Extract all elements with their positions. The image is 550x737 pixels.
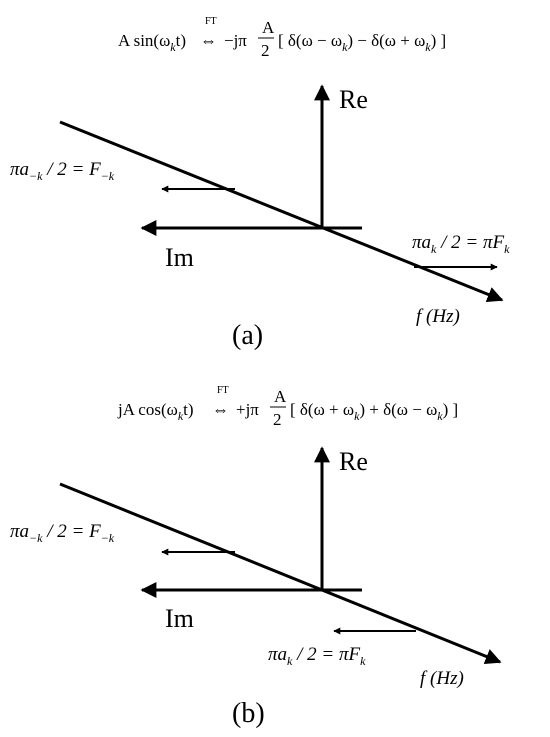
panel-b-frequency-axis xyxy=(59,482,502,665)
panel-a-equation: A sin(ωkt) xyxy=(118,31,186,54)
panel-b-equivalence-arrow: ⇔ xyxy=(212,400,229,419)
panel-a: A sin(ωkt) FT ⇔ −jπ A 2 [ δ(ω − ωk) − δ(… xyxy=(10,16,510,351)
panel-a-frequency-label: f (Hz) xyxy=(416,306,460,327)
panel-a-ft-label: FT xyxy=(205,16,217,27)
panel-a-fraction-numerator: A xyxy=(262,18,275,37)
panel-a-equation-rhs: [ δ(ω − ωk) − δ(ω + ωk) ] xyxy=(278,31,446,54)
panel-a-im-label: Im xyxy=(165,243,194,272)
panel-a-caption: (a) xyxy=(232,320,263,351)
panel-b-re-label: Re xyxy=(339,447,368,476)
panel-b-negative-freq-label: πa−k / 2 = F−k xyxy=(10,521,115,545)
panel-b-frequency-label: f (Hz) xyxy=(420,668,464,689)
panel-b: jA cos(ωkt) FT ⇔ +jπ A 2 [ δ(ω + ωk) + δ… xyxy=(10,385,502,729)
panel-b-coefficient: +jπ xyxy=(236,400,259,419)
panel-a-equivalence-arrow: ⇔ xyxy=(200,31,217,50)
panel-b-caption: (b) xyxy=(232,698,265,729)
panel-b-positive-freq-label: πak / 2 = πFk xyxy=(268,644,366,668)
panel-a-frequency-axis xyxy=(59,120,504,303)
panel-b-fraction-denominator: 2 xyxy=(273,410,282,429)
panel-b-im-label: Im xyxy=(165,604,194,633)
panel-a-fraction-denominator: 2 xyxy=(261,41,270,60)
panel-b-ft-label: FT xyxy=(217,385,229,396)
panel-a-coefficient: −jπ xyxy=(224,31,247,50)
panel-a-negative-freq-label: πa−k / 2 = F−k xyxy=(10,159,115,183)
panel-b-equation-rhs: [ δ(ω + ωk) + δ(ω − ωk) ] xyxy=(290,400,458,423)
panel-a-re-label: Re xyxy=(339,85,368,114)
panel-a-positive-freq-label: πak / 2 = πFk xyxy=(412,232,510,256)
panel-b-equation: jA cos(ωkt) xyxy=(117,400,194,423)
panel-b-fraction-numerator: A xyxy=(274,387,287,406)
